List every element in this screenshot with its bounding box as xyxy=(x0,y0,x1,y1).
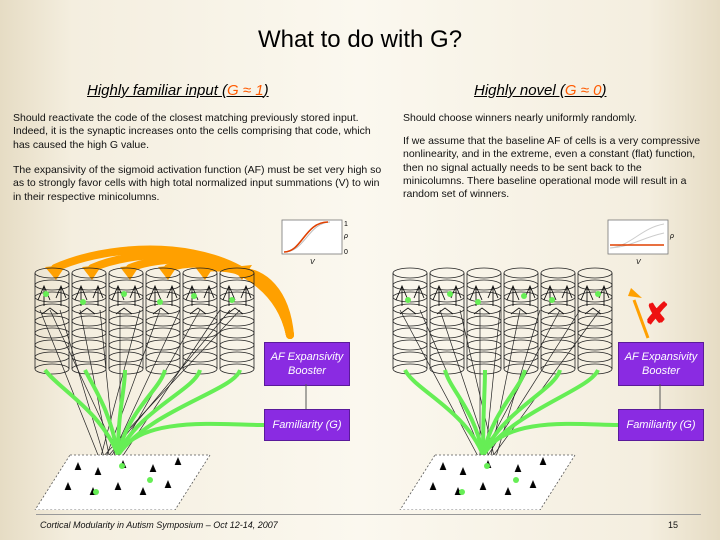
input-active-cells xyxy=(459,463,519,495)
inset-yaxis-label: ρ xyxy=(669,233,674,240)
box-connector xyxy=(305,384,307,409)
familiarity-box: Familiarity (G) xyxy=(264,409,350,441)
inset-xaxis-label: V xyxy=(310,259,316,266)
slide-title: What to do with G? xyxy=(257,26,463,53)
inset-curve xyxy=(283,221,329,253)
page-number: 15 xyxy=(668,520,679,530)
inset-ybottom-label: 0 xyxy=(344,249,348,256)
left-heading-g: G ≈ 1 xyxy=(227,82,264,99)
right-af-inset: ρ V xyxy=(607,219,674,266)
right-heading-g: G ≈ 0 xyxy=(564,82,602,99)
minicolumn xyxy=(145,267,181,375)
familiarity-box: Familiarity (G) xyxy=(618,409,704,441)
af-expansivity-booster-box: AF Expansivity Booster xyxy=(618,342,704,386)
left-paragraph-1: Should reactivate the code of the closes… xyxy=(13,112,371,151)
box-connector xyxy=(659,384,661,409)
minicolumn xyxy=(466,267,502,375)
neuron-clusters xyxy=(395,284,610,315)
inset-curve xyxy=(609,232,665,249)
right-heading-suffix: ) xyxy=(601,82,607,99)
left-network-diagram xyxy=(34,245,294,510)
left-heading-suffix: ) xyxy=(263,82,269,99)
right-heading-prefix: Highly novel ( xyxy=(474,82,565,99)
input-wiring xyxy=(39,309,241,461)
left-heading: Highly familiar input (G ≈ 1) xyxy=(87,82,269,99)
input-active-cells xyxy=(93,463,153,495)
left-paragraph-2: The expansivity of the sigmoid activatio… xyxy=(13,164,382,203)
green-feedback-lines xyxy=(403,368,619,457)
neuron-clusters xyxy=(37,284,252,315)
minicolumn xyxy=(108,267,144,375)
minicolumn xyxy=(392,267,428,375)
footer-rule xyxy=(36,514,701,515)
inset-yaxis-label: ρ xyxy=(343,233,348,240)
af-expansivity-booster-box: AF Expansivity Booster xyxy=(264,342,350,386)
active-cells xyxy=(43,291,235,305)
no-signal-x-mark: ✘ xyxy=(644,298,670,331)
minicolumn xyxy=(540,267,576,375)
inset-ytop-label: 1 xyxy=(344,221,348,228)
blocked-feedback-arrow xyxy=(632,299,650,339)
minicolumn-array xyxy=(392,267,613,375)
minicolumn xyxy=(429,267,465,375)
left-af-inset: 1 ρ 0 V xyxy=(281,219,348,266)
right-paragraph-1: Should choose winners nearly uniformly r… xyxy=(403,112,637,124)
footer-text: Cortical Modularity in Autism Symposium … xyxy=(40,520,278,530)
green-feedback-lines xyxy=(43,368,266,457)
active-cells xyxy=(405,291,601,305)
arrowhead xyxy=(628,288,642,298)
left-heading-prefix: Highly familiar input ( xyxy=(87,82,228,99)
right-paragraph-2: If we assume that the baseline AF of cel… xyxy=(403,135,701,201)
inset-frame xyxy=(281,219,343,255)
minicolumn xyxy=(34,267,70,375)
minicolumn xyxy=(577,267,613,375)
right-heading: Highly novel (G ≈ 0) xyxy=(474,82,606,99)
minicolumn xyxy=(219,267,255,375)
minicolumn xyxy=(503,267,539,375)
right-network-diagram xyxy=(392,267,650,510)
inset-xaxis-label: V xyxy=(636,259,642,266)
orange-feedback-arrow xyxy=(241,268,294,336)
